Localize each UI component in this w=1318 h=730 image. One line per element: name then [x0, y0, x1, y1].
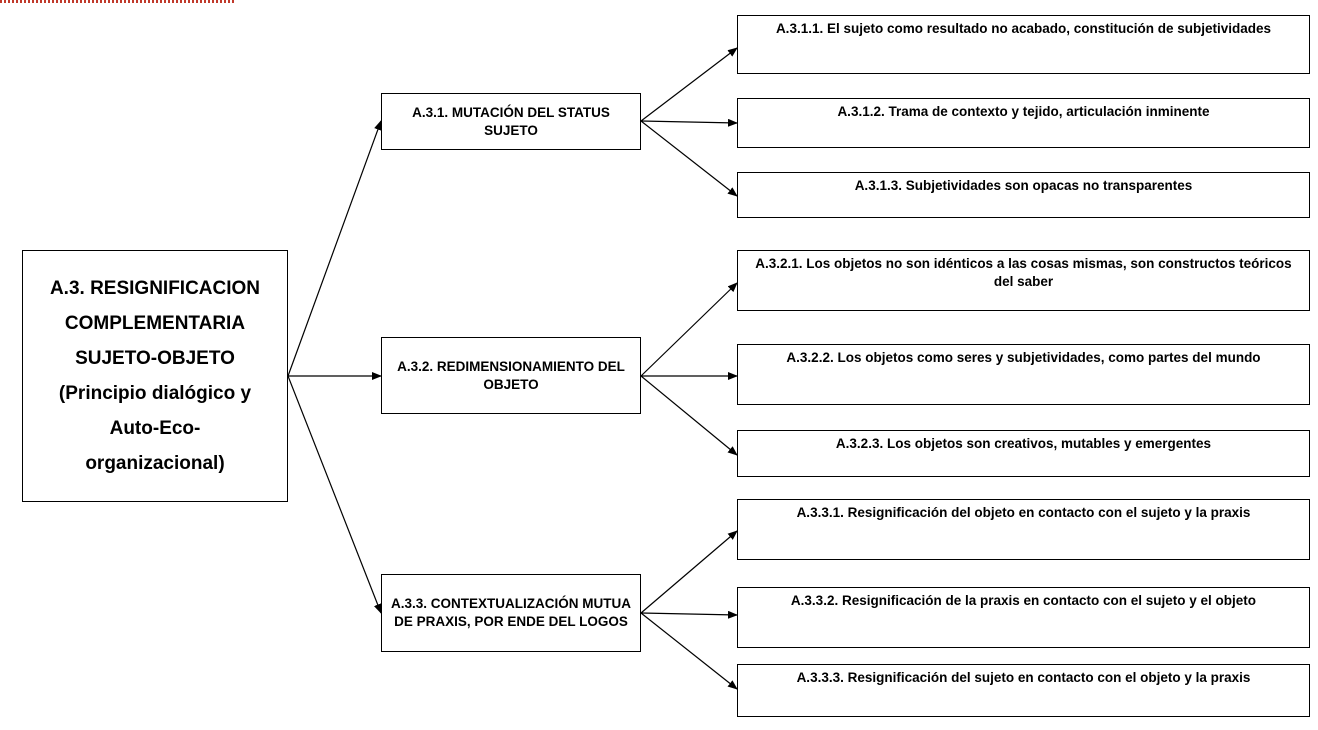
- root-line-2: COMPLEMENTARIA: [64, 313, 246, 334]
- node-a323-label: A.3.2.3. Los objetos son creativos, muta…: [835, 436, 1212, 451]
- node-a313: A.3.1.3. Subjetividades son opacas no tr…: [737, 172, 1310, 218]
- node-a323: A.3.2.3. Los objetos son creativos, muta…: [737, 430, 1310, 477]
- arrow-a33-to-a331: [640, 530, 738, 614]
- node-a33: A.3.3. CONTEXTUALIZACIÓN MUTUA DE PRAXIS…: [381, 574, 641, 652]
- node-a31-label: A.3.1. MUTACIÓN DEL STATUS SUJETO: [412, 104, 610, 138]
- node-a321: A.3.2.1. Los objetos no son idénticos a …: [737, 250, 1310, 311]
- node-a312: A.3.1.2. Trama de contexto y tejido, art…: [737, 98, 1310, 148]
- node-a331-label: A.3.3.1. Resignificación del objeto en c…: [796, 505, 1251, 520]
- arrow-a31-to-a311: [640, 47, 738, 122]
- node-a333: A.3.3.3. Resignificación del sujeto en c…: [737, 664, 1310, 717]
- node-a312-label: A.3.1.2. Trama de contexto y tejido, art…: [837, 104, 1210, 119]
- node-a321-label: A.3.2.1. Los objetos no son idénticos a …: [755, 256, 1292, 289]
- node-a331: A.3.3.1. Resignificación del objeto en c…: [737, 499, 1310, 560]
- root-line-6: organizacional): [85, 453, 225, 474]
- node-a32-label: A.3.2. REDIMENSIONAMIENTO DEL OBJETO: [397, 358, 625, 392]
- root-line-5: Auto-Eco-: [109, 418, 201, 439]
- arrow-a32-to-a321: [640, 282, 738, 377]
- root-line-4: (Principio dialógico y: [58, 383, 252, 404]
- arrow-root-to-a31: [287, 120, 382, 377]
- node-a333-label: A.3.3.3. Resignificación del sujeto en c…: [796, 670, 1251, 685]
- node-a311: A.3.1.1. El sujeto como resultado no aca…: [737, 15, 1310, 74]
- root-line-1: A.3. RESIGNIFICACION: [49, 278, 261, 299]
- arrow-a32-to-a323: [640, 375, 738, 456]
- node-a313-label: A.3.1.3. Subjetividades son opacas no tr…: [854, 178, 1193, 193]
- node-a322-label: A.3.2.2. Los objetos como seres y subjet…: [786, 350, 1261, 365]
- node-a32: A.3.2. REDIMENSIONAMIENTO DEL OBJETO: [381, 337, 641, 414]
- node-a332-label: A.3.3.2. Resignificación de la praxis en…: [790, 593, 1257, 608]
- arrow-a33-to-a332: [640, 610, 738, 619]
- top-decoration: [0, 0, 236, 3]
- arrow-root-to-a33: [287, 375, 382, 614]
- arrow-a31-to-a313: [640, 120, 738, 197]
- node-a33-label: A.3.3. CONTEXTUALIZACIÓN MUTUA DE PRAXIS…: [390, 596, 631, 629]
- arrow-a31-to-a312: [640, 118, 738, 127]
- node-a311-label: A.3.1.1. El sujeto como resultado no aca…: [775, 21, 1272, 36]
- node-a322: A.3.2.2. Los objetos como seres y subjet…: [737, 344, 1310, 405]
- root-line-3: SUJETO-OBJETO: [75, 348, 235, 369]
- arrow-a33-to-a333: [640, 612, 738, 690]
- node-a332: A.3.3.2. Resignificación de la praxis en…: [737, 587, 1310, 648]
- root-node: A.3. RESIGNIFICACION COMPLEMENTARIA SUJE…: [22, 250, 288, 502]
- node-a31: A.3.1. MUTACIÓN DEL STATUS SUJETO: [381, 93, 641, 150]
